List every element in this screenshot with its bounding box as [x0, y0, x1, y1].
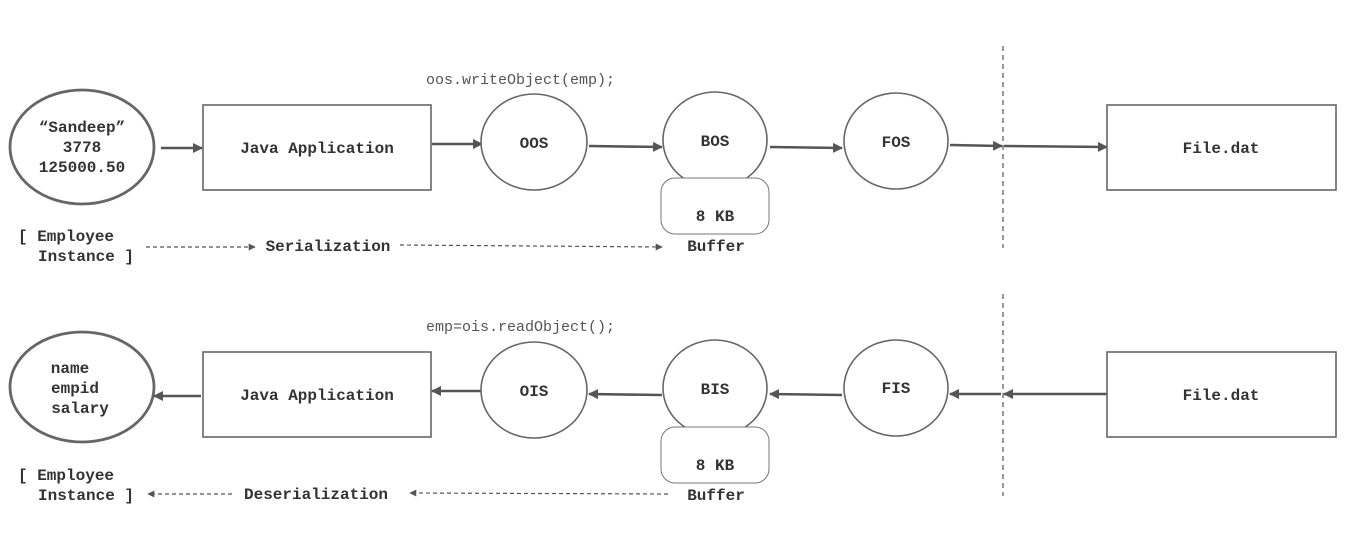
ois-node: OIS	[480, 341, 588, 439]
java-application-label: Java Application	[240, 140, 394, 158]
deserialization-row: name empid salary Java Application emp=o…	[8, 294, 1337, 505]
fos-to-boundary-arrow	[949, 140, 1003, 151]
bis-buffer	[660, 426, 770, 484]
bos-buffer-size: 8 KB	[696, 208, 735, 226]
fos-label: FOS	[882, 134, 911, 152]
write-object-code: oos.writeObject(emp);	[426, 72, 615, 89]
serialization-row: “Sandeep” 3778 125000.50 Java Applicatio…	[8, 46, 1337, 266]
employee-instance-label-deserialize-line2: Instance ]	[38, 487, 134, 505]
bis-node: BIS 8 KB	[660, 339, 770, 484]
read-object-code: emp=ois.readObject();	[426, 319, 615, 336]
bos-to-fos-arrow	[769, 142, 843, 153]
oos-to-bos-arrow	[588, 141, 663, 152]
employee-name-field: name	[51, 360, 89, 378]
java-application-box-deserialize: Java Application	[202, 351, 432, 438]
deserialization-label: Deserialization	[244, 486, 388, 504]
oos-label: OOS	[520, 135, 549, 153]
bis-label: BIS	[701, 381, 730, 399]
employee-object-node: “Sandeep” 3778 125000.50	[8, 88, 156, 206]
ois-label: OIS	[520, 383, 549, 401]
java-application-label-deserialize: Java Application	[240, 387, 394, 405]
file-label: File.dat	[1183, 140, 1260, 158]
fis-node: FIS	[843, 339, 949, 437]
employee-instance-label-line2: Instance ]	[38, 248, 134, 266]
bos-buffer	[660, 177, 770, 235]
employee-fields-node: name empid salary	[8, 330, 156, 444]
bis-to-ois-arrow	[588, 389, 663, 400]
employee-id-field: empid	[51, 380, 99, 398]
fis-to-bis-arrow	[769, 389, 843, 400]
fis-label: FIS	[882, 380, 911, 398]
employee-name-value: “Sandeep”	[39, 119, 125, 137]
file-box: File.dat	[1106, 104, 1337, 191]
bos-node: BOS 8 KB	[660, 91, 770, 235]
employee-salary-value: 125000.50	[39, 159, 125, 177]
deserialization-flow-arrow-right	[409, 489, 669, 497]
employee-instance-label-line1: [ Employee	[18, 228, 114, 246]
java-application-box: Java Application	[202, 104, 432, 191]
employee-salary-field: salary	[51, 400, 109, 418]
employee-instance-label-deserialize-line1: [ Employee	[18, 467, 114, 485]
bis-buffer-size: 8 KB	[696, 457, 735, 475]
bos-buffer-label: Buffer	[687, 238, 745, 256]
bis-buffer-label: Buffer	[687, 487, 745, 505]
serialization-label: Serialization	[266, 238, 391, 256]
fos-node: FOS	[843, 92, 949, 190]
boundary-to-file-arrow	[1003, 141, 1108, 152]
serialization-flow-arrow-right	[399, 243, 663, 251]
employee-id-value: 3778	[63, 139, 101, 157]
file-label-deserialize: File.dat	[1183, 387, 1260, 405]
file-box-deserialize: File.dat	[1106, 351, 1337, 438]
oos-node: OOS	[480, 93, 588, 191]
bos-label: BOS	[701, 133, 730, 151]
